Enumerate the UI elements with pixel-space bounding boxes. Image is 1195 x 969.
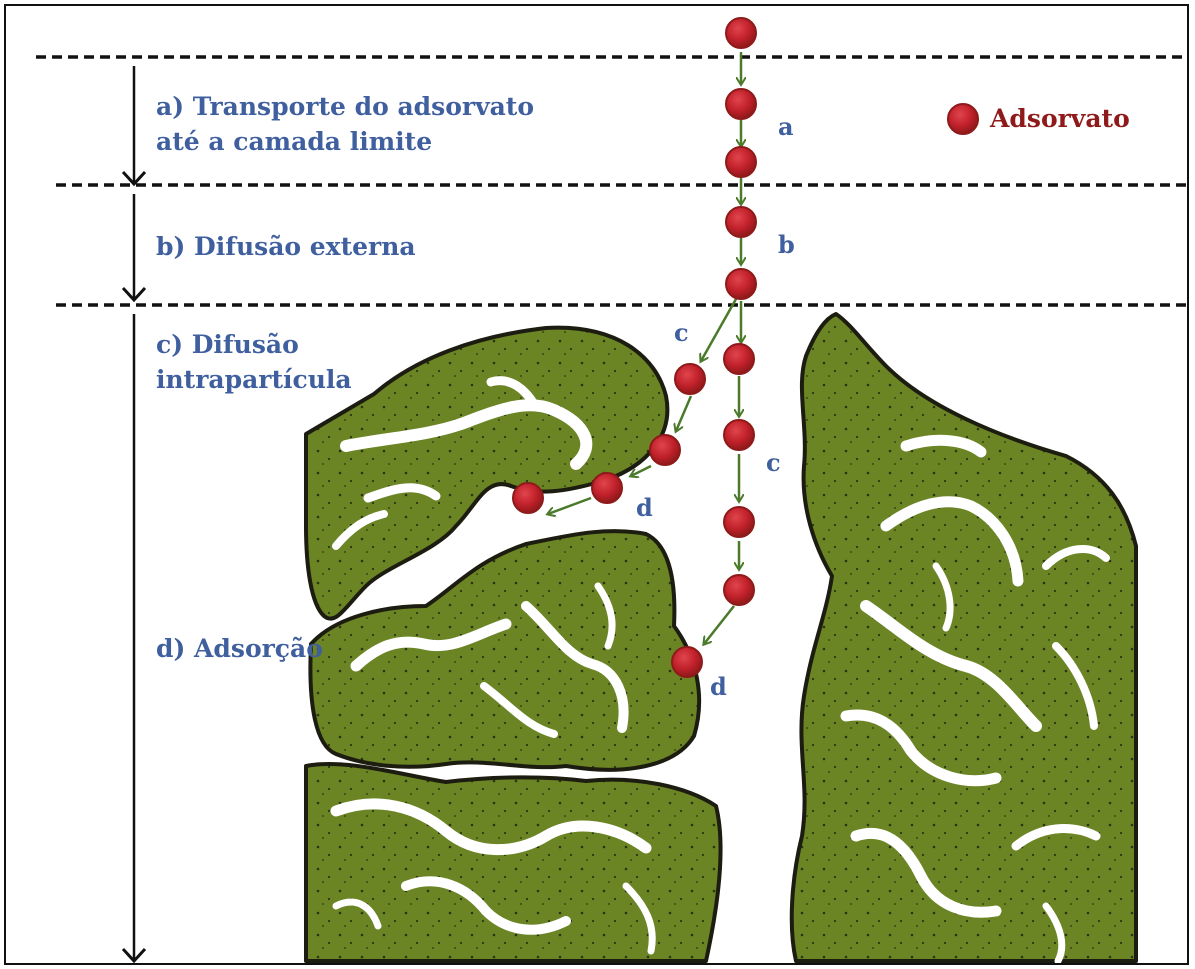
- porous-adsorbent: [306, 314, 1136, 961]
- path-arrow: [676, 396, 691, 431]
- stage-label-c-line2: intrapartícula: [156, 363, 352, 397]
- step-letter-a: a: [778, 112, 794, 141]
- adsorbate-particle: [650, 435, 680, 465]
- adsorbate-particle: [724, 507, 754, 537]
- adsorbate-particle: [726, 207, 756, 237]
- adsorbate-particle: [513, 483, 543, 513]
- path-arrow: [704, 606, 734, 644]
- adsorbate-particle: [592, 473, 622, 503]
- adsorbate-particle: [675, 364, 705, 394]
- stage-label-a-line2: até a camada limite: [156, 125, 432, 159]
- solid-grain-right: [792, 314, 1136, 961]
- adsorbate-particle-icon: [948, 104, 978, 134]
- stage-label-c-line1: c) Difusão: [156, 328, 299, 362]
- adsorbate-particle: [726, 18, 756, 48]
- step-letter-d-right: d: [710, 672, 727, 701]
- adsorbate-particle: [726, 269, 756, 299]
- step-letter-c-right: c: [766, 448, 781, 477]
- step-letter-d-left: d: [636, 493, 653, 522]
- legend-label: Adsorvato: [990, 104, 1130, 133]
- stage-label-d: d) Adsorção: [156, 632, 323, 666]
- step-letter-c-left: c: [674, 318, 689, 347]
- adsorbate-particle: [724, 344, 754, 374]
- stage-label-a-line1: a) Transporte do adsorvato: [156, 90, 534, 124]
- adsorbate-particle: [726, 89, 756, 119]
- adsorbate-particle: [724, 420, 754, 450]
- stage-label-b: b) Difusão externa: [156, 230, 416, 264]
- path-arrow: [548, 498, 591, 514]
- diagram-frame: a) Transporte do adsorvato até a camada …: [4, 4, 1189, 965]
- adsorbate-particle: [724, 575, 754, 605]
- step-letter-b: b: [778, 230, 795, 259]
- adsorbate-particle: [726, 147, 756, 177]
- adsorbate-particle: [672, 647, 702, 677]
